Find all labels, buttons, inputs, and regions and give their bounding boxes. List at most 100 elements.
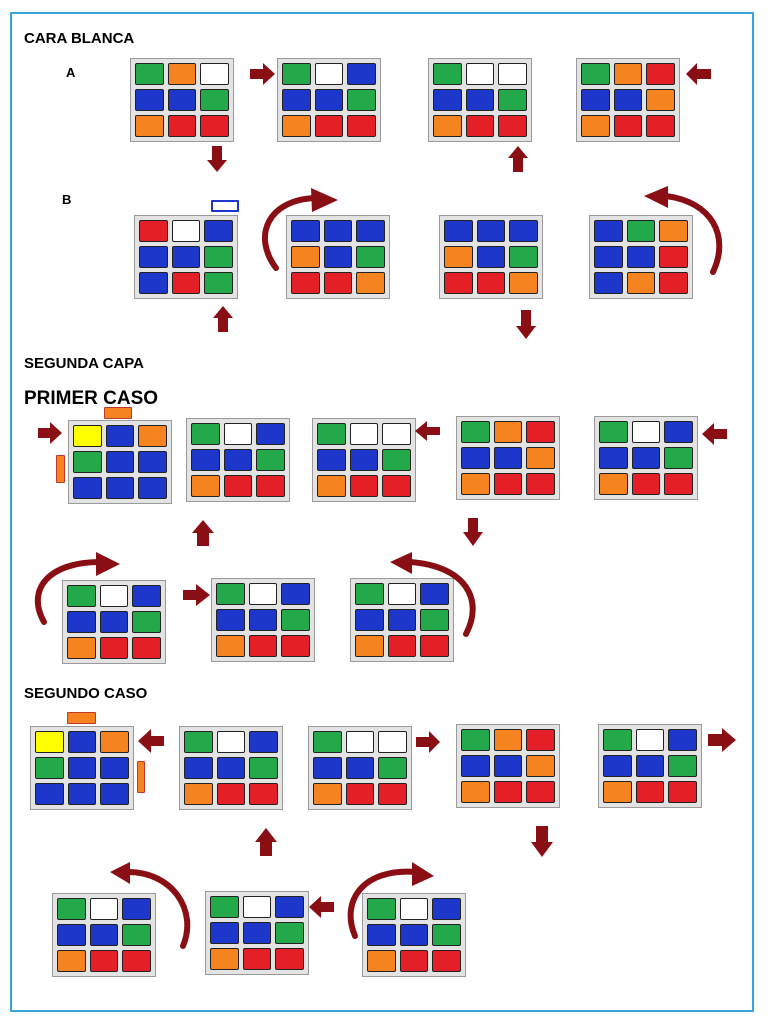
sticker-orange: [493, 421, 523, 443]
cube-face-second-6: [52, 893, 156, 977]
sticker-red: [399, 950, 429, 972]
sticker-blue: [105, 477, 135, 499]
sticker-blue: [204, 220, 233, 242]
sticker-orange: [613, 63, 643, 85]
sticker-blue: [73, 477, 102, 499]
sticker-blue: [476, 220, 506, 242]
sticker-red: [659, 272, 688, 294]
sticker-white: [314, 63, 344, 85]
sticker-green: [347, 89, 376, 111]
sticker-green: [382, 449, 411, 471]
cube-face-first-1: [68, 420, 172, 504]
sticker-green: [35, 757, 64, 779]
sticker-green: [210, 896, 239, 918]
sticker-blue: [100, 757, 129, 779]
cube-face-a3: [428, 58, 532, 142]
sticker-green: [509, 246, 538, 268]
sticker-green: [282, 63, 311, 85]
sticker-green: [378, 757, 407, 779]
sticker-red: [498, 115, 527, 137]
sticker-blue: [139, 272, 168, 294]
sticker-blue: [626, 246, 656, 268]
sticker-red: [248, 635, 278, 657]
cube-face-b3: [439, 215, 543, 299]
sticker-orange: [603, 781, 632, 803]
sticker-red: [444, 272, 473, 294]
sticker-green: [249, 757, 278, 779]
sticker-green: [184, 731, 213, 753]
sticker-blue: [314, 89, 344, 111]
edge-marker-blue: [211, 200, 239, 212]
sticker-orange: [626, 272, 656, 294]
sticker-orange: [433, 115, 462, 137]
sticker-blue: [256, 423, 285, 445]
sticker-white: [216, 731, 246, 753]
sticker-red: [89, 950, 119, 972]
sticker-red: [635, 781, 665, 803]
sticker-green: [581, 63, 610, 85]
cube-face-b2: [286, 215, 390, 299]
sticker-green: [216, 583, 245, 605]
sticker-blue: [399, 924, 429, 946]
sticker-green: [355, 583, 384, 605]
sticker-red: [139, 220, 168, 242]
heading-first-case: PRIMER CASO: [24, 388, 159, 409]
sticker-blue: [493, 755, 523, 777]
cube-face-second-7: [205, 891, 309, 975]
sticker-blue: [461, 755, 490, 777]
sticker-green: [122, 924, 151, 946]
sticker-orange: [355, 635, 384, 657]
sticker-green: [57, 898, 86, 920]
sticker-blue: [35, 783, 64, 805]
sticker-green: [275, 922, 304, 944]
sticker-white: [99, 585, 129, 607]
sticker-white: [399, 898, 429, 920]
sticker-red: [526, 473, 555, 495]
sticker-green: [356, 246, 385, 268]
sticker-blue: [581, 89, 610, 111]
cube-face-first-3: [312, 418, 416, 502]
sticker-orange: [135, 115, 164, 137]
sticker-green: [664, 447, 693, 469]
sticker-white: [171, 220, 201, 242]
sticker-orange: [57, 950, 86, 972]
cube-face-first-2: [186, 418, 290, 502]
sticker-green: [204, 246, 233, 268]
cube-face-a4: [576, 58, 680, 142]
sticker-red: [526, 729, 555, 751]
sticker-blue: [347, 63, 376, 85]
sticker-blue: [138, 451, 167, 473]
sticker-green: [135, 63, 164, 85]
sticker-blue: [122, 898, 151, 920]
sticker-blue: [135, 89, 164, 111]
sticker-green: [668, 755, 697, 777]
sticker-blue: [248, 609, 278, 631]
sticker-orange: [581, 115, 610, 137]
sticker-blue: [599, 447, 628, 469]
sticker-orange: [184, 783, 213, 805]
sticker-green: [461, 729, 490, 751]
sticker-green: [626, 220, 656, 242]
sticker-green: [313, 731, 342, 753]
sticker-yellow: [35, 731, 64, 753]
sticker-red: [256, 475, 285, 497]
sticker-green: [200, 89, 229, 111]
sticker-blue: [67, 757, 97, 779]
sticker-blue: [57, 924, 86, 946]
sticker-blue: [509, 220, 538, 242]
sticker-white: [89, 898, 119, 920]
sticker-blue: [461, 447, 490, 469]
cube-face-first-8: [350, 578, 454, 662]
sticker-red: [668, 781, 697, 803]
sticker-blue: [210, 922, 239, 944]
sticker-white: [200, 63, 229, 85]
sticker-red: [646, 115, 675, 137]
sticker-green: [191, 423, 220, 445]
sticker-green: [367, 898, 396, 920]
sticker-blue: [594, 246, 623, 268]
edge-marker-orange-top-2: [67, 712, 96, 724]
sticker-blue: [138, 477, 167, 499]
sticker-white: [378, 731, 407, 753]
sticker-red: [132, 637, 161, 659]
sticker-red: [387, 635, 417, 657]
